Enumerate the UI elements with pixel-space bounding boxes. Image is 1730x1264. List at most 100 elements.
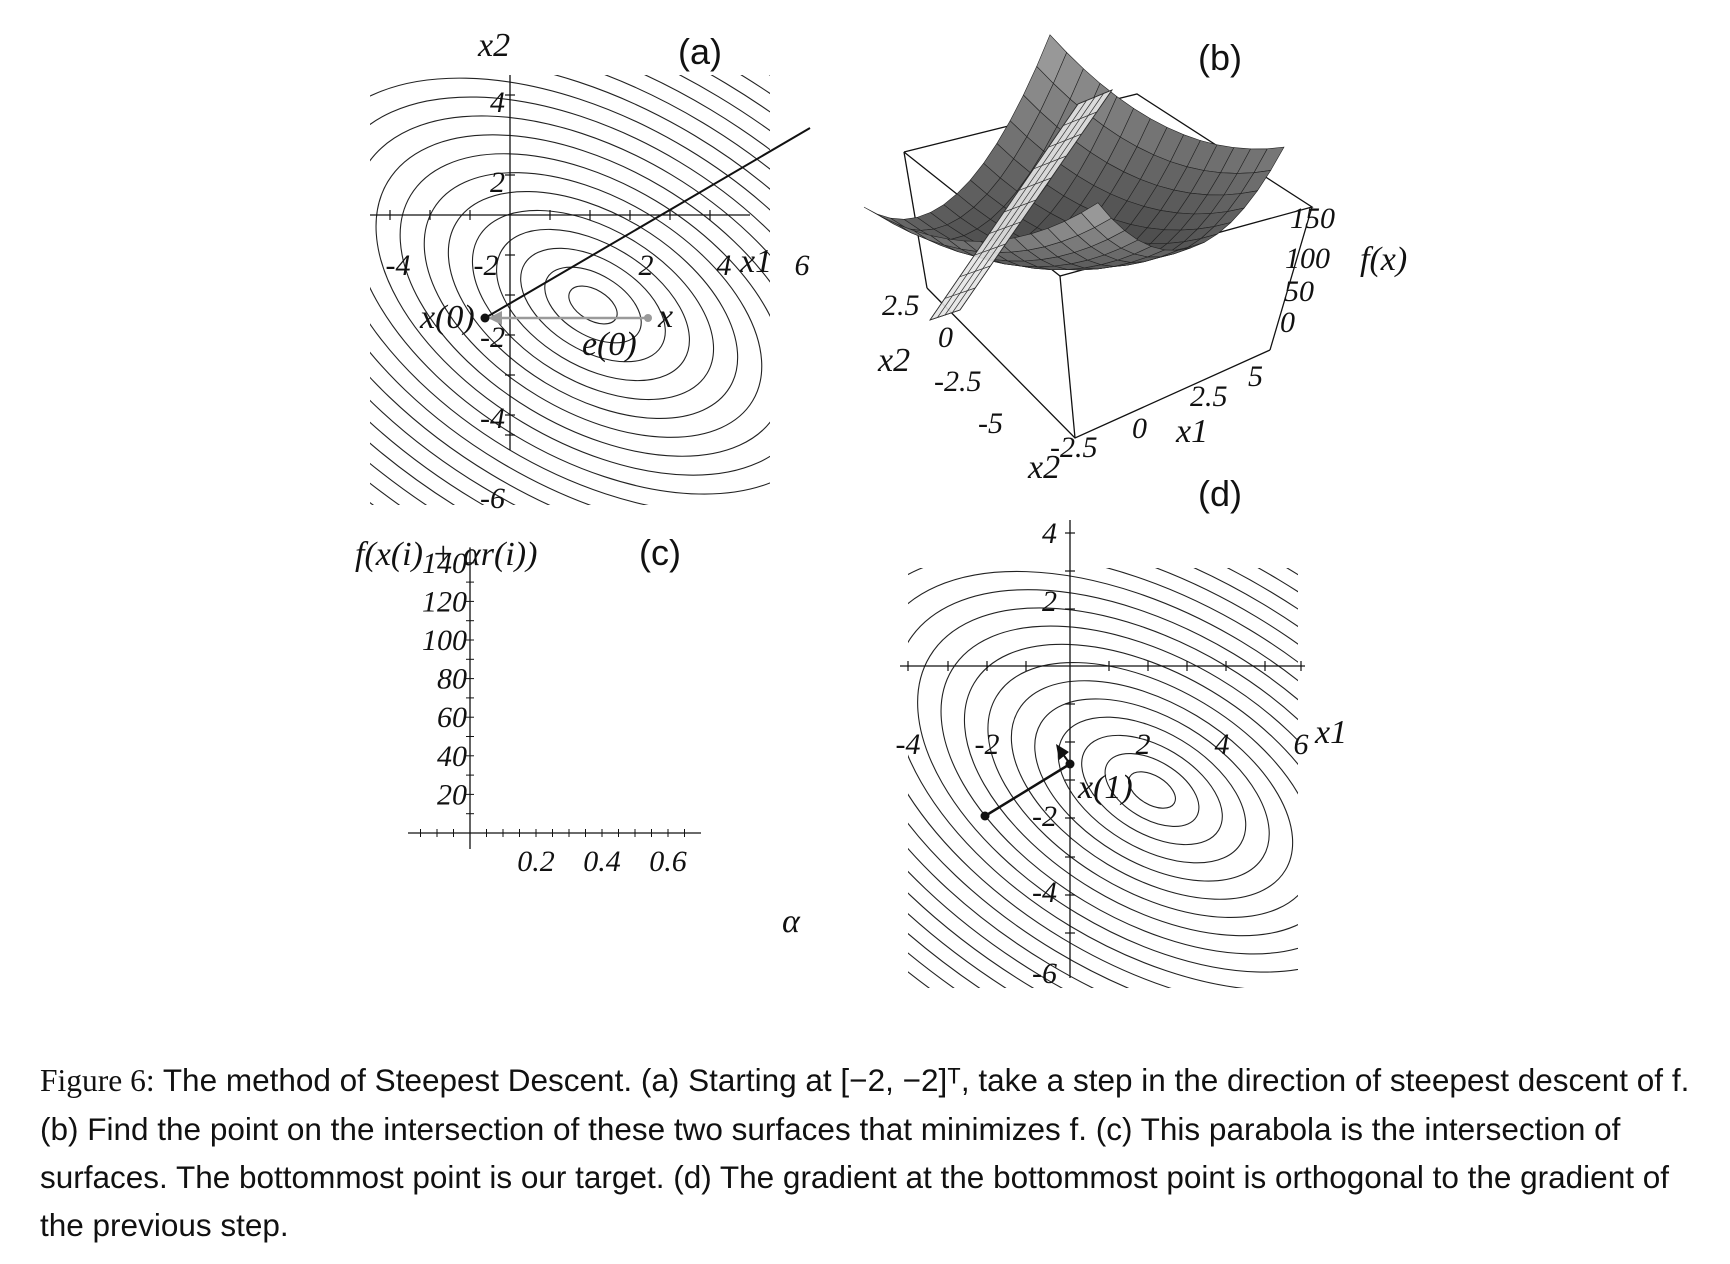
y-tick-a: -4 — [480, 402, 505, 435]
contour-line — [1010, 680, 1294, 900]
contour-line — [370, 75, 770, 505]
start-point-d — [980, 811, 990, 821]
contour-line — [370, 75, 770, 505]
contour-line — [370, 75, 770, 505]
x-tick-d: 2 — [1136, 728, 1151, 761]
contour-line — [1057, 716, 1247, 864]
y-tick-d: -6 — [1032, 957, 1057, 990]
panel-tag-a: (a) — [678, 31, 722, 72]
x-axis-label-d: x1 — [1314, 714, 1347, 751]
x-tick-d: 6 — [1294, 728, 1309, 761]
y-tick-label-c: 80 — [437, 663, 467, 696]
x-axis-label-c: α — [782, 903, 801, 940]
plane-grid-line — [952, 93, 1104, 313]
panel-b: (b) 150 100 50 0 f(x) 2.5 0 -2.5 -5 x2 -… — [860, 20, 1460, 470]
contour-line — [908, 568, 1298, 988]
y-axis-label-a: x2 — [477, 27, 510, 64]
search-line — [484, 127, 811, 319]
contour-line — [568, 285, 618, 325]
contour-line — [908, 568, 1298, 988]
solution-point — [644, 314, 652, 322]
contour-line — [917, 607, 1298, 973]
contour-line — [1081, 734, 1223, 846]
error-arrowhead — [488, 311, 502, 325]
y-tick-d: 4 — [1042, 517, 1057, 550]
y-tick-a: -6 — [480, 482, 505, 515]
y-tick-d: 2 — [1042, 585, 1057, 618]
y-axis-label-d: x2 — [1027, 449, 1060, 486]
contour-line — [370, 96, 770, 505]
x2-tick-b: 2.5 — [882, 289, 920, 322]
contour-line — [908, 570, 1298, 988]
x1-tick-b: -2.5 — [1050, 431, 1098, 464]
axes — [900, 520, 1305, 978]
vertical-plane — [928, 89, 1114, 321]
y-tick-label-c: 100 — [422, 624, 467, 657]
panel-tag-d: (d) — [1198, 473, 1242, 514]
x2-axis-label-b: x2 — [877, 342, 910, 379]
x-tick-a: -4 — [386, 249, 411, 282]
contour-line — [370, 115, 770, 495]
z-tick-b: 150 — [1290, 202, 1335, 235]
plane-grid-line — [929, 103, 1079, 321]
y-tick-d: -2 — [1032, 800, 1057, 833]
x-tick-d: -4 — [896, 728, 921, 761]
contour-line — [908, 568, 1298, 988]
contour-plot-a: (a) x2 x1 -4 -2 2 4 6 4 2 -2 -4 -6 x(0) … — [370, 27, 811, 515]
contour-line — [370, 77, 770, 505]
contour-line — [1034, 698, 1270, 882]
z-tick-b: 50 — [1284, 275, 1314, 308]
contour-line — [987, 661, 1298, 919]
y-tick-label-c: 120 — [422, 585, 467, 618]
axes — [370, 75, 750, 450]
surface-plot-b: (b) 150 100 50 0 f(x) 2.5 0 -2.5 -5 x2 -… — [863, 34, 1407, 464]
contour-line — [375, 134, 770, 476]
y-tick-d: -4 — [1032, 876, 1057, 909]
contour-lines — [370, 75, 770, 505]
panel-tag-c: (c) — [639, 532, 681, 573]
contour-lines — [908, 568, 1298, 988]
panel-a: (a) x2 x1 -4 -2 2 4 6 4 2 -2 -4 -6 x(0) … — [360, 20, 840, 515]
x-tick-a: -2 — [474, 249, 499, 282]
contour-line — [908, 568, 1298, 988]
y-tick-label-c: 40 — [437, 740, 467, 773]
z-axis-label-b: f(x) — [1360, 241, 1407, 278]
x-tick-label-c: 0.2 — [517, 845, 555, 878]
y-tick-label-c: 20 — [437, 778, 467, 811]
z-tick-b: 100 — [1285, 242, 1330, 275]
x2-tick-b: 0 — [938, 321, 953, 354]
x2-tick-b: -2.5 — [934, 365, 982, 398]
paraboloid-surface — [863, 34, 1285, 271]
error-label: e(0) — [582, 326, 637, 363]
caption-text: The method of Steepest Descent. (a) Star… — [40, 1062, 1690, 1243]
panel-d: (d) x2 x1 -4 -2 2 4 6 4 2 -2 -4 -6 x(1) — [860, 449, 1348, 990]
plane-grid-line — [937, 100, 1087, 318]
y-tick-a: -2 — [480, 321, 505, 354]
x-tick-label-c: 0.4 — [583, 845, 621, 878]
start-point-label: x(0) — [419, 299, 475, 336]
chart-title-c: f(x(i) + αr(i)) — [355, 536, 537, 573]
contour-line — [471, 209, 715, 401]
x1-tick-b: 2.5 — [1190, 380, 1228, 413]
contour-line — [423, 172, 763, 438]
x-axis-label-a: x1 — [739, 243, 772, 280]
contour-line — [370, 75, 770, 505]
contour-line — [496, 228, 690, 382]
y-tick-label-c: 60 — [437, 701, 467, 734]
x-tick-a: 2 — [639, 249, 654, 282]
gradient-arrowhead — [1056, 744, 1069, 760]
surface-facet — [1080, 202, 1112, 228]
contour-line — [520, 247, 666, 363]
contour-line — [908, 589, 1298, 988]
y-tick-a: 4 — [490, 86, 505, 119]
y-tick-a: 2 — [490, 166, 505, 199]
z-tick-b: 0 — [1280, 306, 1295, 339]
contour-line — [1128, 771, 1176, 809]
descent-step — [984, 762, 1071, 818]
contour-line — [399, 153, 770, 457]
x2-tick-b: -5 — [978, 407, 1003, 440]
contour-line — [908, 568, 1298, 988]
